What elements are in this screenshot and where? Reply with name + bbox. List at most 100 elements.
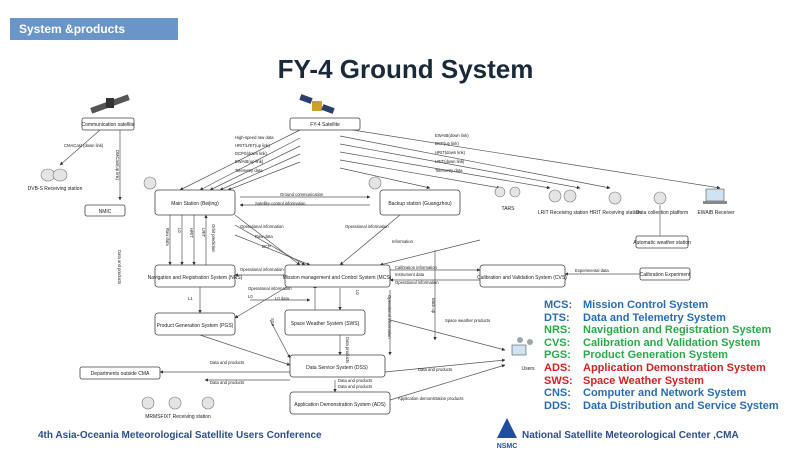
- legend-text: Navigation and Registration System: [583, 324, 772, 337]
- connector-lines: [59, 127, 721, 401]
- users-label: Users: [521, 366, 535, 372]
- link-label: Ground communication: [280, 192, 324, 197]
- legend-text: Product Generation System: [583, 349, 728, 362]
- sws-box: [284, 309, 366, 336]
- link-label: Experimental data: [575, 268, 609, 273]
- legend-text: Data and Telemetry System: [583, 311, 726, 324]
- section-tag: System &products readiness: [10, 18, 178, 58]
- link-label: Data and products: [210, 380, 244, 385]
- legend-row: PGS: Product Generation System: [544, 349, 779, 362]
- tars-dish-icon-2: [509, 186, 521, 198]
- legend-text: Calibration and Validation System: [583, 336, 761, 349]
- vertical-label: LRIT: [201, 228, 206, 238]
- legend-row: DDS:Data Distribution and Service System: [544, 400, 779, 413]
- legend-row: SWS: Space Weather System: [544, 375, 779, 388]
- cal-experiment-label: Calibration Experiment: [640, 272, 691, 278]
- auto-weather-box: [635, 235, 689, 249]
- legend-text: Data Distribution and Service System: [583, 399, 779, 412]
- link-label: EWAIB(down link): [435, 133, 469, 138]
- link-label: Space weather products: [445, 318, 490, 323]
- link-label: HRIT(down link): [435, 150, 466, 155]
- page-title: FY-4 Ground System: [277, 54, 534, 84]
- legend-text: Computer and Network System: [583, 387, 747, 400]
- legend-row: ADS: Application Demonstration System: [544, 362, 779, 375]
- link-label: DCP(up link): [435, 141, 459, 146]
- mcs-box: [284, 264, 391, 288]
- vertical-label: Data products: [345, 337, 350, 363]
- backup-station-box: [379, 189, 461, 216]
- legend-text: Application Demonstration System: [583, 361, 766, 374]
- mrmsfixt-dish-icon-3: [201, 396, 215, 410]
- nmic-label: NMIC: [99, 209, 112, 215]
- vertical-label: HRIT: [189, 228, 194, 238]
- cvs-box: [479, 264, 566, 288]
- link-label: Operational information: [395, 280, 439, 285]
- ewaib-receiver-icon: [703, 188, 727, 204]
- tars-label: TARS: [502, 206, 516, 212]
- link-label: L0 data: [275, 296, 290, 301]
- main-station-box: [154, 189, 236, 216]
- link-label: Calibration information: [395, 265, 438, 270]
- fy4-satellite-box: [289, 117, 361, 131]
- footer-organization: National Satellite Meteorological Center…: [522, 430, 739, 441]
- lrit-dish-icon: [548, 189, 562, 203]
- link-label: Operational information: [248, 286, 292, 291]
- hrit-station-label: HRIT Receiving station: [589, 210, 640, 216]
- link-label: Raw data: [255, 234, 273, 239]
- link-label: Data and products: [338, 378, 372, 383]
- fy4-satellite-label: FY-4 Satellite: [310, 122, 340, 128]
- legend-abbr: SWS:: [544, 374, 573, 387]
- legend-row: DTS: Data and Telemetry System: [544, 312, 779, 325]
- legend-abbr: CNS:: [544, 387, 571, 400]
- dish-icons: [40, 168, 667, 410]
- ads-label: Application Demonstration System (ADS): [294, 402, 386, 408]
- dcp-platform-label: Data collection platform: [636, 210, 688, 216]
- hrit-dish-icon: [608, 191, 622, 205]
- dcp-platform-icon: [653, 191, 667, 205]
- legend-row: MCS:Mission Control System: [544, 299, 779, 312]
- link-label: Operational information: [240, 224, 284, 229]
- sws-label: Space Weather System (SWS): [291, 321, 360, 327]
- legend-abbr: CVS:: [544, 336, 571, 349]
- legend-abbr: DTS:: [544, 311, 570, 324]
- fy4-satellite-icon: [299, 94, 335, 114]
- link-label: HRIT/LRIT(up link): [235, 143, 271, 148]
- link-label: Telemetry data: [435, 168, 463, 173]
- main-station-label: Main Station (Beijing): [171, 201, 219, 207]
- mcs-label: Mission management and Control System (M…: [283, 275, 392, 281]
- legend-abbr: PGS:: [544, 349, 571, 362]
- link-label: Telemetry data: [235, 168, 263, 173]
- mrmsfixt-dish-icon-2: [168, 396, 182, 410]
- ewaib-receiver-label: EWAIB Receiver: [697, 210, 734, 216]
- vertical-label: SSP: [270, 318, 275, 327]
- cal-experiment-box: [639, 267, 691, 281]
- nsmc-logo-icon: NSMC: [497, 418, 518, 450]
- link-label: Operational information: [345, 224, 389, 229]
- legend-text: Mission Control System: [583, 299, 709, 311]
- link-label: DCPS(down link): [235, 151, 267, 156]
- system-boxes: [79, 117, 691, 415]
- legend-text: Space Weather System: [583, 374, 704, 387]
- ads-box: [289, 391, 391, 415]
- comm-satellite-box: [81, 117, 135, 131]
- pgs-label: Product Generation System (PGS): [157, 323, 234, 329]
- lrit-station-label: LRIT Receiving station: [538, 210, 588, 216]
- link-label: Data and products: [338, 384, 372, 389]
- comm-satellite-icon: [90, 94, 130, 114]
- dss-label: Data Service System (DSS): [306, 365, 368, 371]
- link-label: Application demonstration products: [398, 396, 463, 401]
- vertical-label: Operational information: [387, 295, 392, 339]
- nrs-label: Navigation and Registration System (NRS): [148, 275, 243, 281]
- link-label: Operational information: [240, 267, 284, 272]
- vertical-label: Back up: [431, 298, 436, 314]
- backup-station-dish-icon: [368, 176, 382, 190]
- logo-text: NSMC: [497, 443, 518, 450]
- mrmsfixt-dish-icon: [141, 396, 155, 410]
- link-label: Data and products: [418, 367, 452, 372]
- legend-row: CNS: Computer and Network System: [544, 387, 779, 400]
- link-label: Information: [392, 239, 414, 244]
- legend-row: CVS: Calibration and Validation System: [544, 337, 779, 350]
- legend-abbr: ADS:: [544, 361, 571, 374]
- link-label: Satellite control information: [255, 201, 306, 206]
